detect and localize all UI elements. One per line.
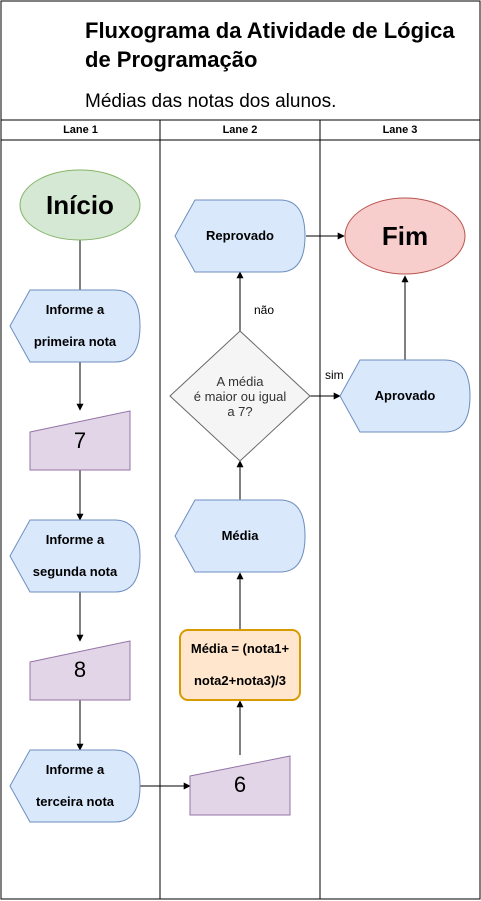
start-node[interactable] (19, 169, 141, 241)
informe-3-line2: terceira nota (35, 794, 115, 809)
process-line1: Média = (nota1+ (190, 641, 290, 656)
informe-3-label: Informe a terceira nota (10, 750, 140, 822)
decision-line3: a 7? (227, 403, 253, 419)
informe-1-line2: primeira nota (33, 334, 117, 349)
end-label: Fim (381, 220, 429, 251)
edge-label-no: não (254, 303, 275, 317)
informe-2-label: Informe a segunda nota (10, 520, 140, 592)
reprovado-label: Reprovado (206, 228, 274, 243)
process-line2: nota2+nota3)/3 (193, 673, 287, 688)
display-informe-3[interactable] (9, 749, 141, 823)
display-informe-1[interactable] (9, 289, 141, 363)
input-3-value: 6 (233, 772, 247, 797)
decision-line2: é maior ou igual (193, 388, 287, 404)
decision-node[interactable] (169, 330, 311, 462)
lane-label-3: Lane 3 (382, 124, 418, 136)
lane-label-2: Lane 2 (222, 124, 258, 136)
decision-label: A média é maior ou igual a 7? (180, 361, 300, 431)
input-1-value: 7 (73, 428, 87, 453)
input-2-value: 8 (73, 657, 87, 682)
display-informe-2[interactable] (9, 519, 141, 593)
process-media-calc[interactable] (179, 629, 301, 701)
edge-label-yes: sim (325, 368, 344, 382)
lane-label-1: Lane 1 (63, 124, 98, 136)
manual-input-1[interactable] (29, 410, 131, 471)
process-label: Média = (nota1+ nota2+nota3)/3 (180, 631, 300, 699)
manual-input-3[interactable] (189, 755, 291, 816)
aprovado-label: Aprovado (374, 388, 436, 403)
informe-2-line1: Informe a (45, 532, 105, 547)
informe-3-line1: Informe a (45, 762, 105, 777)
display-reprovado[interactable] (174, 199, 306, 273)
informe-1-line1: Informe a (45, 302, 105, 317)
start-label: Início (46, 189, 114, 220)
decision-line1: A média (216, 373, 264, 389)
informe-2-line2: segunda nota (32, 564, 118, 579)
display-aprovado[interactable] (339, 359, 471, 433)
informe-1-label: Informe a primeira nota (10, 290, 140, 362)
display-media[interactable] (174, 499, 306, 573)
end-node[interactable] (344, 197, 466, 275)
manual-input-2[interactable] (29, 640, 131, 701)
diagram-subtitle: Médias das notas dos alunos. (85, 91, 337, 112)
diagram-title: Fluxograma da Atividade de Lógica de Pro… (85, 18, 455, 72)
media-label: Média (221, 528, 259, 543)
